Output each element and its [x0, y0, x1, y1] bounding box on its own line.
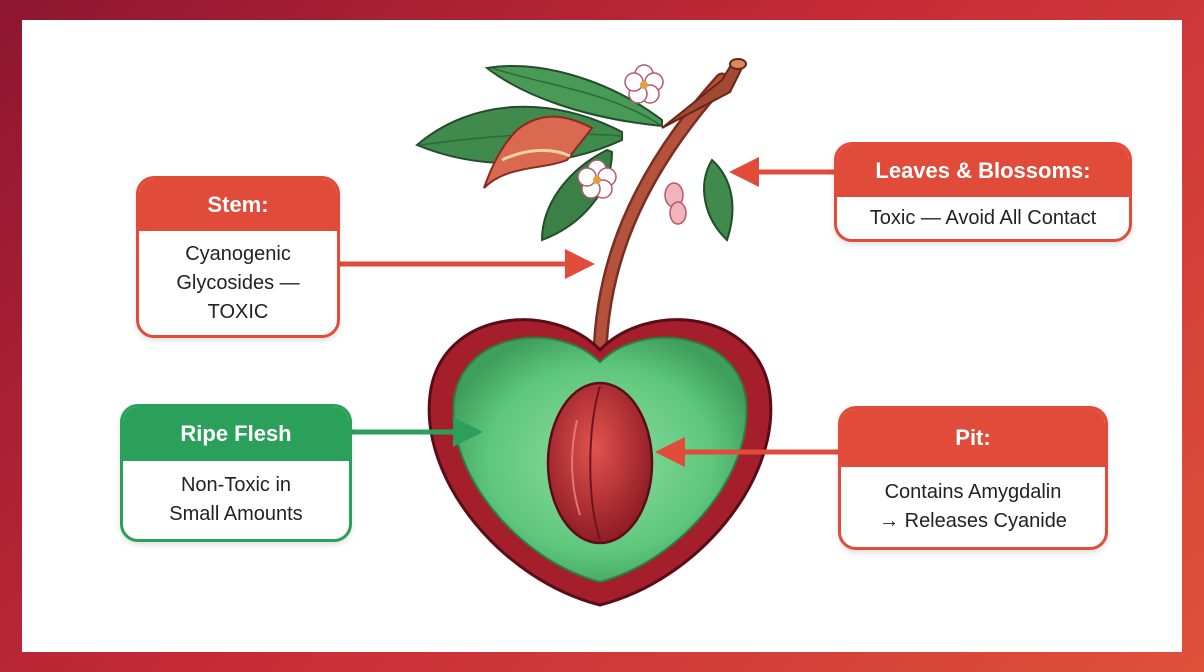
flesh-callout-line: Non-Toxic in: [180, 474, 292, 496]
leaf-cluster: [415, 65, 734, 242]
pit-callout: Pit: Contains Amygdalin → Releases Cyani…: [838, 406, 1108, 550]
flesh-callout: Ripe Flesh Non-Toxic in Small Amounts: [120, 404, 352, 542]
stem-callout-line: TOXIC: [207, 300, 269, 323]
pit-callout-line: Contains Amygdalin: [884, 481, 1062, 503]
flesh-callout-title: Ripe Flesh: [123, 407, 349, 461]
leaves-callout-text: Toxic — Avoid All Contact: [837, 197, 1129, 239]
pit-callout-title: Pit:: [841, 409, 1105, 467]
stem-callout-text: Cyanogenic Glycosides — TOXIC: [139, 231, 337, 335]
flesh-callout-text: Non-Toxic in Small Amounts: [123, 461, 349, 539]
flesh-callout-line: Small Amounts: [169, 503, 303, 525]
cherry-fruit: [427, 318, 773, 607]
pit-callout-text: Contains Amygdalin → Releases Cyanide: [841, 467, 1105, 547]
leaves-callout: Leaves & Blossoms: Toxic — Avoid All Con…: [834, 142, 1132, 242]
pit-callout-line: → Releases Cyanide: [879, 510, 1067, 532]
leaves-callout-title: Leaves & Blossoms:: [837, 145, 1129, 197]
leaves-callout-line: Toxic — Avoid All Contact: [869, 206, 1097, 229]
stem-callout-line: Cyanogenic: [185, 242, 291, 265]
stem-callout-line: Glycosides —: [176, 271, 300, 294]
stem-callout-title: Stem:: [139, 179, 337, 231]
cherry-illustration: [340, 58, 840, 607]
stem-callout: Stem: Cyanogenic Glycosides — TOXIC: [136, 176, 340, 338]
blossom: [577, 64, 687, 225]
diagram-canvas: Stem: Cyanogenic Glycosides — TOXIC Leav…: [22, 20, 1182, 652]
cherry-stem: [592, 58, 747, 363]
